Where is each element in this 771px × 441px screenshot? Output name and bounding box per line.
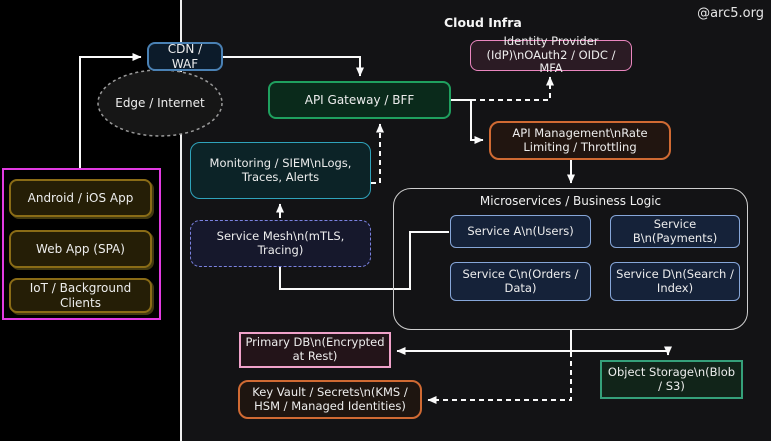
node-primary-db: Primary DB\n(Encrypted at Rest) xyxy=(239,332,391,368)
node-service-b-payments: Service B\n(Payments) xyxy=(610,215,740,248)
node-service-mesh: Service Mesh\n(mTLS, Tracing) xyxy=(190,220,371,267)
node-api-gateway-bff: API Gateway / BFF xyxy=(268,81,451,119)
node-web-app-spa: Web App (SPA) xyxy=(9,230,152,268)
node-android-ios-app: Android / iOS App xyxy=(9,179,152,217)
edge-to-key-vault xyxy=(427,352,572,404)
watermark-text: @arc5.org xyxy=(697,6,764,21)
node-key-vault-secrets: Key Vault / Secrets\n(KMS / HSM / Manage… xyxy=(238,380,422,419)
node-cdn-waf: CDN / WAF xyxy=(147,42,223,71)
edge-gateway-to-apimgmt xyxy=(451,99,484,144)
edge-monitoring-to-gateway xyxy=(371,123,384,184)
node-identity-provider: Identity Provider (IdP)\nOAuth2 / OIDC /… xyxy=(470,34,632,75)
edge-clients-to-cdn xyxy=(79,53,142,168)
node-api-management: API Management\nRate Limiting / Throttli… xyxy=(489,121,671,160)
edge-mesh-to-service-a xyxy=(279,231,449,290)
node-service-c-orders-data: Service C\n(Orders / Data) xyxy=(450,262,591,301)
node-iot-background-clients: IoT / Background Clients xyxy=(9,278,152,313)
edge-gateway-to-idp xyxy=(471,76,554,101)
node-service-a-users: Service A\n(Users) xyxy=(450,215,591,248)
edge-cdn-to-gateway xyxy=(223,56,364,77)
node-service-d-search-index: Service D\n(Search / Index) xyxy=(610,262,740,301)
edge-internet-label: Edge / Internet xyxy=(115,96,205,110)
edge-to-object-storage xyxy=(571,346,672,356)
node-object-storage: Object Storage\n(Blob / S3) xyxy=(600,360,743,399)
node-monitoring-siem: Monitoring / SIEM\nLogs, Traces, Alerts xyxy=(190,142,371,199)
microservices-group-label: Microservices / Business Logic xyxy=(479,194,662,208)
microservices-group-frame xyxy=(393,188,748,330)
cloud-infra-label: Cloud Infra xyxy=(444,15,522,30)
